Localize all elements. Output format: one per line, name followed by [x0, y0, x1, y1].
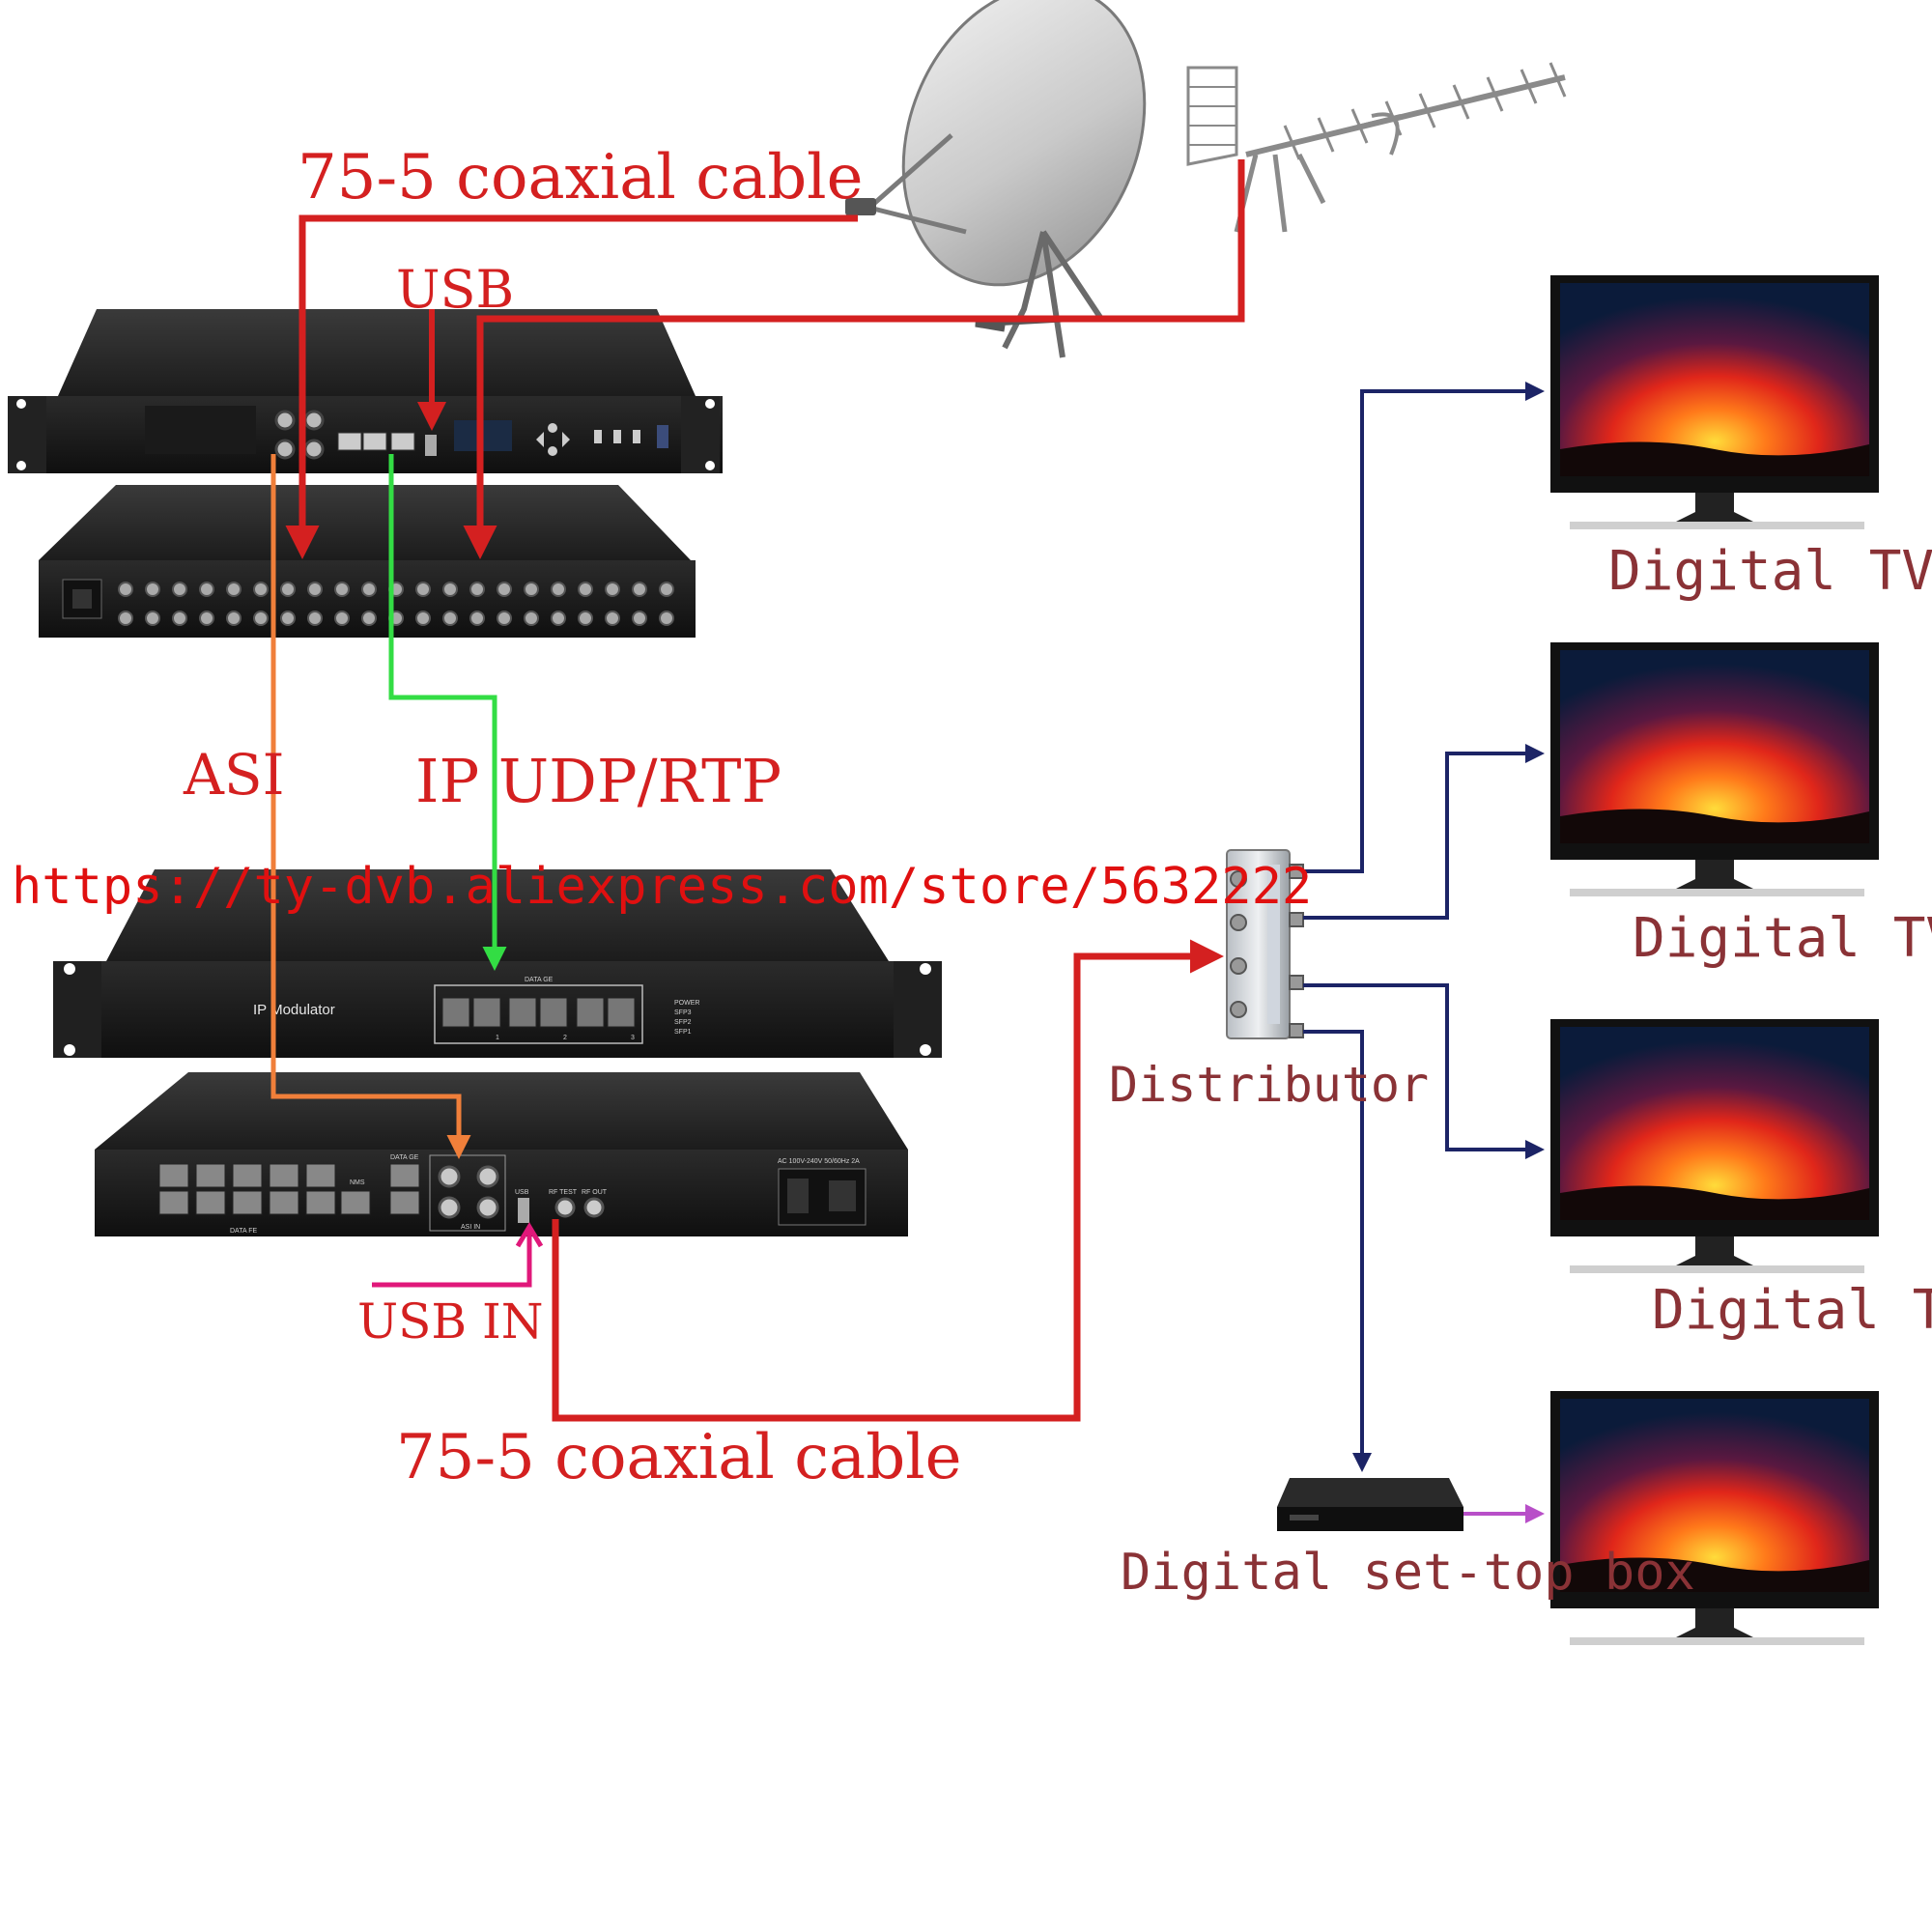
port-1-label: 1 [496, 1035, 499, 1041]
power-led-label: POWER [674, 1000, 699, 1007]
ip-udp-rtp-label: IP UDP/RTP [415, 746, 781, 816]
tv-icon [1550, 1391, 1879, 1645]
distributor-icon [1226, 849, 1304, 1039]
tv-icon [1550, 642, 1879, 896]
tv-icon [1550, 275, 1879, 529]
tv1-label: Digital TV [1608, 540, 1932, 603]
data-fe-label: DATA FE [230, 1228, 257, 1235]
distributor-label: Distributor [1109, 1057, 1429, 1113]
port-2-label: 2 [563, 1035, 567, 1041]
rf-test-label: RF TEST [549, 1189, 578, 1196]
ip-modulator-rear-panel: DATA FE NMS DATA GE ASI IN USB RF TEST R… [95, 1072, 908, 1236]
coax-cable-top-label: 75-5 coaxial cable [298, 142, 864, 213]
sfp1-led-label: SFP1 [674, 1029, 692, 1036]
data-ge-label: DATA GE [525, 977, 554, 983]
sfp3-led-label: SFP3 [674, 1009, 692, 1016]
data-ge-rear-label: DATA GE [390, 1154, 419, 1161]
asi-in-label: ASI IN [461, 1224, 480, 1231]
asi-cable [270, 454, 471, 1159]
feed-tv3 [1303, 983, 1545, 1159]
feed-tv2 [1303, 744, 1545, 920]
port-3-label: 3 [631, 1035, 635, 1041]
usb-label: USB [396, 259, 514, 320]
store-url: https://ty-dvb.aliexpress.com/store/5632… [12, 858, 1312, 916]
ip-modulator-icon: IP Modulator DATA GE 1 2 3 POWER SFP3 SF… [53, 869, 942, 1058]
tv3-label: Digital TV [1652, 1279, 1932, 1342]
satellite-dish-icon [845, 0, 1147, 358]
nms-label: NMS [350, 1179, 365, 1186]
usb-port-label: USB [515, 1189, 529, 1196]
usb-in-cable [372, 1222, 544, 1288]
feed-tv1 [1303, 382, 1545, 873]
yagi-antenna-icon [1186, 62, 1567, 233]
coax-cable-antenna [463, 159, 1245, 559]
receiver-rear-panel [39, 485, 696, 638]
set-top-box-icon [1277, 1478, 1463, 1531]
receiver-unit-icon [8, 309, 723, 473]
usb-in-label: USB IN [357, 1293, 544, 1350]
tv2-label: Digital TV [1633, 907, 1932, 970]
ip-cable [388, 454, 507, 971]
tv-icon [1550, 1019, 1879, 1273]
coax-cable-dish [285, 214, 858, 559]
feed-stb [1303, 1030, 1372, 1472]
power-spec-label: AC 100V-240V 50/60Hz 2A [778, 1158, 860, 1165]
rf-out-label: RF OUT [582, 1189, 608, 1196]
coax-cable-rf-out [552, 939, 1224, 1422]
coax-cable-bottom-label: 75-5 coaxial cable [396, 1422, 962, 1493]
sfp2-led-label: SFP2 [674, 1019, 692, 1026]
stb-label: Digital set-top box [1121, 1544, 1695, 1602]
asi-label: ASI [183, 742, 285, 808]
ip-modulator-label: IP Modulator [253, 1002, 335, 1018]
